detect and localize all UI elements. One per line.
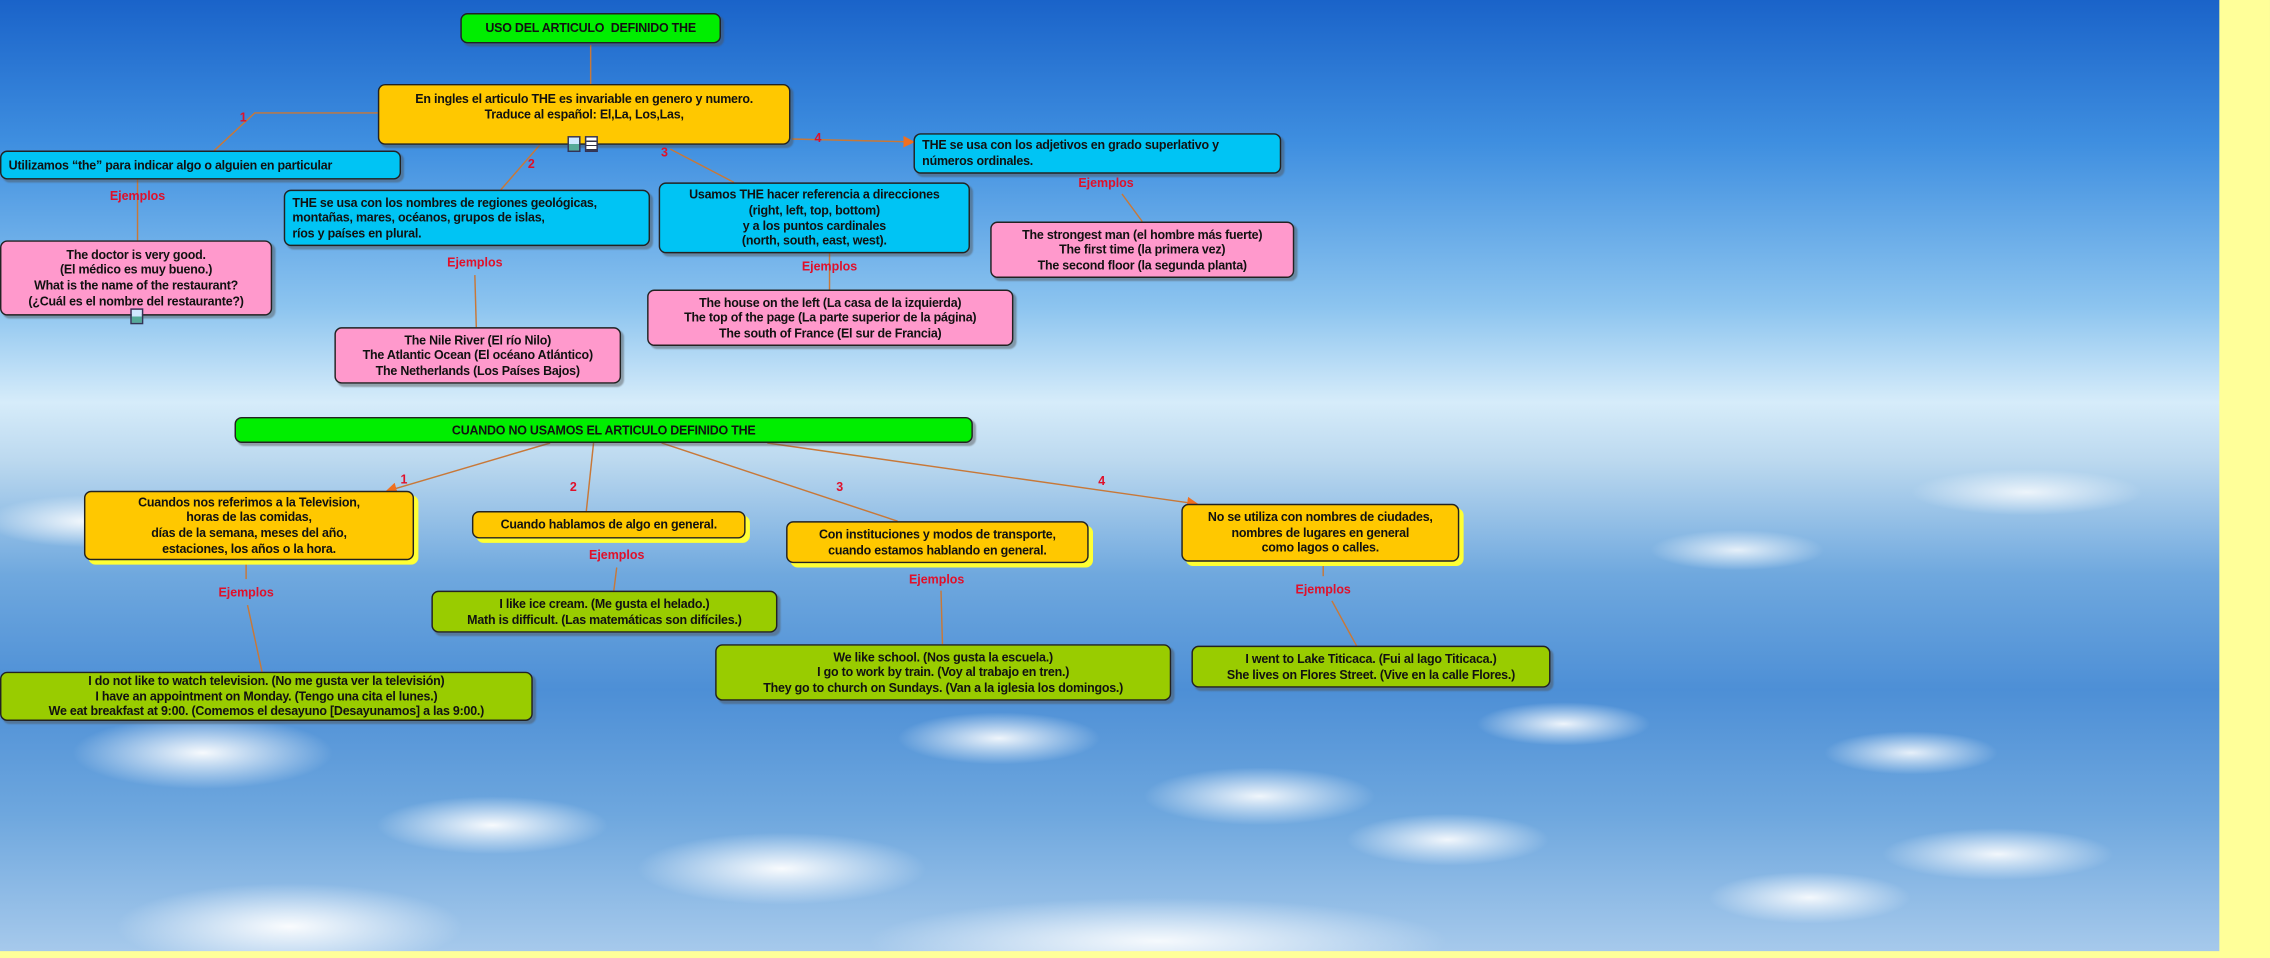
- concept-ciudades[interactable]: No se utiliza con nombres de ciudades, n…: [1181, 503, 1460, 562]
- link-number-1: 1: [239, 110, 247, 125]
- concept-general[interactable]: Cuando hablamos de algo en general.: [471, 511, 746, 539]
- link-number-4: 4: [814, 130, 822, 145]
- link-number-2: 2: [527, 156, 535, 171]
- link-ejemplos: Ejemplos: [801, 259, 858, 274]
- example-nile[interactable]: The Nile River (El río Nilo) The Atlanti…: [334, 327, 622, 384]
- concept-superlativo[interactable]: THE se usa con los adjetivos en grado su…: [913, 133, 1282, 174]
- link-number-4: 4: [1098, 473, 1106, 488]
- link-ejemplos: Ejemplos: [908, 571, 965, 587]
- example-ice-cream[interactable]: I like ice cream. (Me gusta el helado.) …: [431, 590, 778, 633]
- link-ejemplos: Ejemplos: [1078, 175, 1134, 190]
- concept-television[interactable]: Cuandos nos referimos a la Television, h…: [83, 490, 415, 561]
- link-number-3: 3: [836, 479, 844, 494]
- image-attachment-icon[interactable]: [567, 136, 581, 153]
- concept-regiones[interactable]: THE se usa con los nombres de regiones g…: [283, 189, 651, 247]
- example-strongest[interactable]: The strongest man (el hombre más fuerte)…: [990, 221, 1295, 278]
- document-attachment-icon[interactable]: [584, 136, 598, 153]
- bottom-margin: [0, 951, 2270, 958]
- link-ejemplos: Ejemplos: [589, 547, 645, 562]
- example-school[interactable]: We like school. (Nos gusta la escuela.) …: [715, 644, 1172, 701]
- example-television[interactable]: I do not like to watch television. (No m…: [0, 671, 533, 721]
- link-ejemplos: Ejemplos: [447, 254, 503, 270]
- right-margin: [2219, 0, 2270, 958]
- concept-particular[interactable]: Utilizamos “the” para indicar algo o alg…: [0, 150, 402, 180]
- example-house[interactable]: The house on the left (La casa de la izq…: [647, 289, 1014, 347]
- title-cuando-no-usamos[interactable]: CUANDO NO USAMOS EL ARTICULO DEFINIDO TH…: [234, 416, 973, 443]
- image-attachment-icon[interactable]: [130, 308, 144, 325]
- link-ejemplos: Ejemplos: [109, 188, 166, 203]
- main-concept-node[interactable]: En ingles el articulo THE es invariable …: [377, 83, 791, 145]
- link-number-2: 2: [569, 479, 577, 494]
- link-number-3: 3: [661, 144, 668, 160]
- link-ejemplos: Ejemplos: [218, 584, 274, 600]
- example-doctor[interactable]: The doctor is very good. (El médico es m…: [0, 240, 273, 316]
- example-titicaca[interactable]: I went to Lake Titicaca. (Fui al lago Ti…: [1191, 645, 1551, 688]
- link-ejemplos: Ejemplos: [1295, 581, 1351, 597]
- concept-direcciones[interactable]: Usamos THE hacer referencia a direccione…: [658, 182, 970, 254]
- link-number-1: 1: [400, 471, 408, 487]
- concept-instituciones[interactable]: Con instituciones y modos de transporte,…: [786, 521, 1089, 564]
- title-uso-del-articulo[interactable]: USO DEL ARTICULO DEFINIDO THE: [460, 13, 721, 44]
